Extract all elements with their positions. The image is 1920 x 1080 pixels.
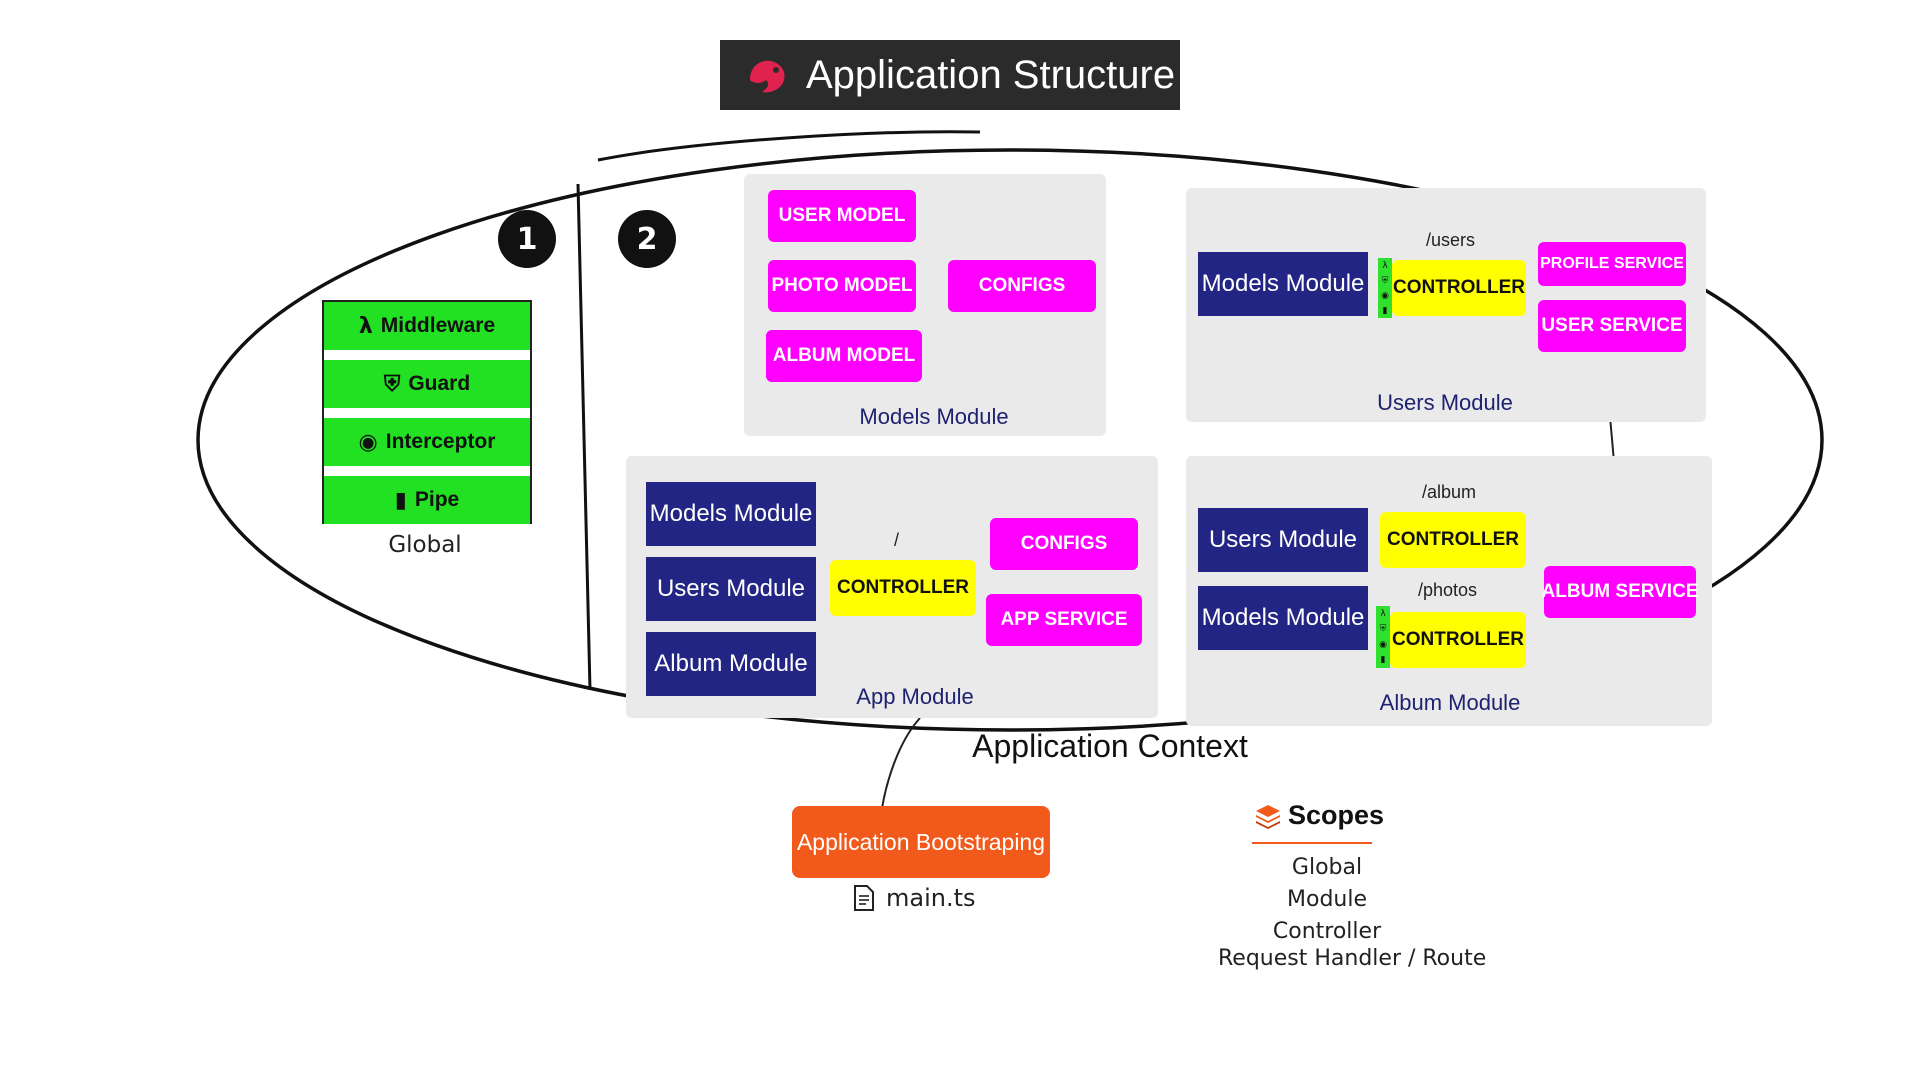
app-route: / [894, 530, 900, 550]
shield-icon: ⛨ [383, 371, 401, 397]
divider-line [576, 183, 592, 691]
scope-request-handler: Request Handler / Route [1218, 946, 1487, 971]
eye-icon: ◉ [1379, 639, 1387, 650]
user-model-box: USER MODEL [768, 190, 916, 242]
controller-enhancer-strip: λ ⛨ ◉ ▮ [1376, 606, 1390, 668]
step-badge-2: 2 [618, 210, 676, 268]
scopes-list: Global Module Controller [1232, 852, 1422, 948]
photos-route: /photos [1418, 580, 1478, 600]
album-models-import: Models Module [1198, 586, 1368, 650]
interceptor-label: Interceptor [385, 430, 496, 453]
pipe-row: ▮ Pipe [324, 476, 530, 524]
top-stroke [597, 130, 981, 162]
scopes-title: Scopes [1288, 800, 1385, 830]
album-module-caption: Album Module [1379, 690, 1521, 715]
app-configs-box: CONFIGS [990, 518, 1138, 570]
interceptor-row: ◉ Interceptor [324, 418, 530, 466]
eye-icon: ◉ [1381, 290, 1389, 301]
users-controller: CONTROLLER [1392, 260, 1526, 316]
file-icon [854, 885, 874, 911]
title-bar: Application Structure [720, 40, 1180, 110]
cylinder-icon: ▮ [1382, 305, 1388, 316]
guard-row: ⛨ Guard [324, 360, 530, 408]
step-badge-1: 1 [498, 210, 556, 268]
photo-model-box: PHOTO MODEL [768, 260, 916, 312]
nestjs-logo-icon [750, 60, 785, 93]
guard-label: Guard [408, 372, 471, 395]
users-module-models-import: Models Module [1198, 252, 1368, 316]
global-caption: Global [388, 532, 462, 558]
photos-controller: CONTROLLER [1390, 612, 1526, 668]
application-context-label: Application Context [972, 728, 1248, 764]
album-service-box: ALBUM SERVICE [1542, 566, 1698, 618]
users-module-caption: Users Module [1377, 390, 1513, 415]
application-bootstrapping-box: Application Bootstraping [792, 806, 1050, 878]
profile-service-box: PROFILE SERVICE [1538, 242, 1686, 286]
app-users-import: Users Module [646, 557, 816, 621]
lambda-icon: λ [1382, 260, 1388, 271]
lambda-icon: λ [358, 313, 373, 339]
cylinder-icon: ▮ [394, 487, 407, 513]
scope-global: Global [1291, 855, 1363, 880]
global-enhancers-box: λ Middleware ⛨ Guard ◉ Interceptor ▮ Pip… [322, 300, 532, 524]
eye-icon: ◉ [358, 429, 378, 455]
cylinder-icon: ▮ [1380, 655, 1386, 666]
scopes-underline [1252, 842, 1372, 844]
album-users-import: Users Module [1198, 508, 1368, 572]
page-title: Application Structure [806, 52, 1176, 97]
app-service-box: APP SERVICE [986, 594, 1142, 646]
controller-enhancer-strip: λ ⛨ ◉ ▮ [1378, 258, 1392, 318]
app-album-import: Album Module [646, 632, 816, 696]
album-model-box: ALBUM MODEL [766, 330, 922, 382]
album-controller: CONTROLLER [1380, 512, 1526, 568]
scope-controller: Controller [1272, 919, 1382, 944]
middleware-label: Middleware [380, 314, 496, 337]
shield-icon: ⛨ [1379, 624, 1387, 635]
main-ts-file: main.ts [852, 884, 976, 912]
app-models-import: Models Module [646, 482, 816, 546]
scope-module: Module [1287, 887, 1367, 912]
album-route: /album [1422, 482, 1477, 502]
lambda-icon: λ [1380, 608, 1386, 619]
app-controller: CONTROLLER [830, 560, 976, 616]
models-module-caption: Models Module [859, 404, 1009, 429]
shield-icon: ⛨ [1381, 275, 1389, 286]
layers-icon [1256, 804, 1280, 829]
middleware-row: λ Middleware [324, 302, 530, 350]
app-module-caption: App Module [856, 684, 974, 709]
application-context-ellipse [196, 148, 1824, 732]
main-ts-label: main.ts [886, 884, 976, 912]
users-route: /users [1426, 230, 1476, 250]
configs-box: CONFIGS [948, 260, 1096, 312]
user-service-box: USER SERVICE [1538, 300, 1686, 352]
pipe-label: Pipe [414, 488, 460, 511]
scopes-header: Scopes [1254, 800, 1384, 831]
